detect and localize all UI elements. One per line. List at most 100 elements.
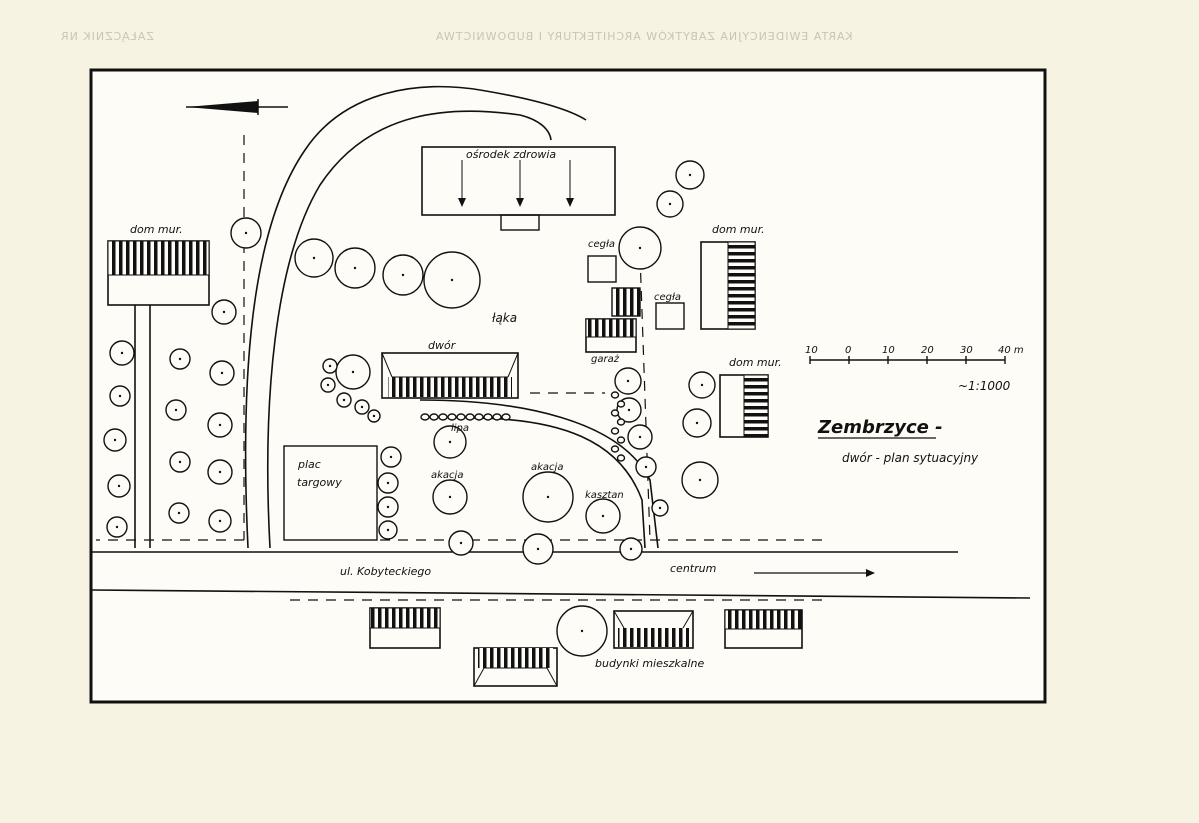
tree-center-dot [113,438,117,442]
health-center-building [421,146,616,231]
house-right-mid-building [719,374,769,438]
label-manor: dwór [428,339,457,352]
label-acacia-1: akacja [431,470,463,481]
shrub-icon [456,413,466,421]
scale-tick-label: 30 [960,345,973,356]
map-frame [89,68,1047,704]
scale-tick-label: 40 m [998,345,1024,356]
tree-center-dot [386,481,390,485]
tree-center-dot [218,519,222,523]
market-square [283,445,378,541]
tree-center-dot [450,278,454,282]
shrub-icon [616,454,626,462]
brick-building-1 [587,255,617,283]
tree-center-dot [601,514,605,518]
shrub-icon [420,413,430,421]
tree-center-dot [459,541,463,545]
tree-center-dot [668,202,672,206]
label-garage: garaż [591,354,620,365]
tree-center-dot [658,506,662,510]
tree-center-dot [220,371,224,375]
label-residential: budynki mieszkalne [595,657,705,670]
tree-center-dot [401,273,405,277]
shrub-icon [483,413,493,421]
map-subtitle: dwór - plan sytuacyjny [842,451,979,465]
label-brick-1: cegła [588,239,615,250]
shrub-icon [465,413,475,421]
tree-center-dot [178,357,182,361]
tree-center-dot [546,495,550,499]
shrub-icon [447,413,457,421]
scale-ratio: ~1:1000 [958,379,1011,393]
tree-center-dot [353,266,357,270]
tree-center-dot [326,383,330,387]
tree-center-dot [174,408,178,412]
label-center: centrum [670,562,716,575]
residential-buildings [369,607,803,687]
tree-center-dot [695,421,699,425]
scale-tick-label: 0 [845,345,851,356]
tree-center-dot [312,256,316,260]
label-chestnut: kasztan [585,490,624,501]
tree-center-dot [177,511,181,515]
tree-center-dot [688,173,692,177]
label-street: ul. Kobyteckiego [340,565,431,578]
tree-center-dot [626,379,630,383]
label-market-square-2: targowy [297,476,342,489]
scale-bar [809,356,1006,364]
tree-center-dot [351,370,355,374]
tree-center-dot [386,528,390,532]
scale-tick-label: 20 [921,345,934,356]
tree-center-dot [115,525,119,529]
shrub-icon [610,409,620,417]
tree-center-dot [218,470,222,474]
tree-center-dot [580,629,584,633]
label-linden: lipa [451,423,469,434]
label-house-left: dom mur. [130,223,183,236]
tree-center-dot [117,484,121,488]
shrub-icon [610,391,620,399]
tree-center-dot [627,408,631,412]
shrub-icon [616,436,626,444]
shrub-icon [501,413,511,421]
brick-building-2 [655,302,685,330]
tree-center-dot [536,547,540,551]
shrub-icon [610,445,620,453]
tree-center-dot [389,455,393,459]
tree-center-dot [644,465,648,469]
trees [103,160,719,657]
tree-center-dot [328,364,332,368]
label-acacia-2: akacja [531,462,563,473]
tree-center-dot [700,383,704,387]
label-house-right-mid: dom mur. [729,356,782,369]
shrub-icon [610,427,620,435]
label-house-right-top: dom mur. [712,223,765,236]
tree-center-dot [386,505,390,509]
scale-tick-label: 10 [882,345,895,356]
house-right-top-building [700,241,756,330]
map-title: Zembrzyce - [817,417,943,438]
house-left-building [107,240,210,306]
shrub-icon [616,400,626,408]
north-arrow-icon [186,99,288,115]
tree-center-dot [448,495,452,499]
center-arrow-icon [754,569,875,577]
scale-tick-label: 10 [805,345,818,356]
tree-center-dot [178,460,182,464]
shrub-icon [429,413,439,421]
tree-center-dot [448,440,452,444]
label-brick-2: cegła [654,292,681,303]
tree-center-dot [342,398,346,402]
shrub-icon [616,418,626,426]
tree-center-dot [218,423,222,427]
tree-center-dot [698,478,702,482]
brick-building-2-small [611,287,641,317]
shrub-icon [438,413,448,421]
tree-center-dot [244,231,248,235]
shrub-icon [474,413,484,421]
shrub-icon [492,413,502,421]
tree-center-dot [638,435,642,439]
tree-center-dot [638,246,642,250]
